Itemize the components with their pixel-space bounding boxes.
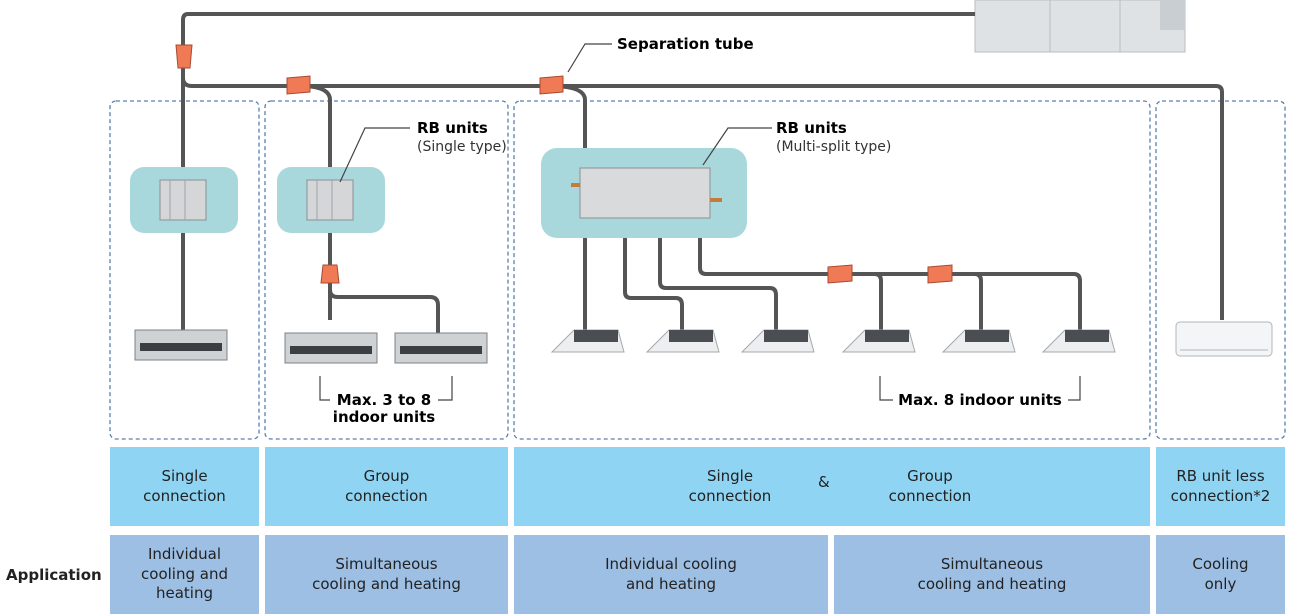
max-group-line2: indoor units (333, 408, 435, 426)
application-label: Application (6, 566, 102, 584)
connection-mixed-single: Single connection (688, 467, 772, 505)
cassette-indoor-unit (841, 329, 916, 353)
callout-lines (319, 43, 1081, 401)
separation-tube-icon (320, 264, 340, 284)
separation-tube-icon (175, 44, 193, 69)
connection-group: Group connection (265, 447, 508, 526)
refrigerant-pipes (181, 12, 1224, 333)
connection-mixed-group: Group connection (888, 467, 972, 505)
ampersand: & (818, 473, 830, 491)
zone-single (109, 100, 260, 440)
zone-group (264, 100, 509, 440)
rb-multi-title: RB units (776, 119, 847, 137)
cassette-indoor-unit (1041, 329, 1116, 353)
separation-tube-icon (539, 75, 564, 95)
separation-tube-label: Separation tube (617, 35, 754, 53)
max-multi-label: Max. 8 indoor units (898, 391, 1062, 409)
separation-tube-icon (286, 75, 311, 95)
separation-tubes (175, 44, 953, 284)
max-group-line1: Max. 3 to 8 (337, 391, 431, 409)
application-individual-2: Individual cooling and heating (514, 535, 828, 614)
rb-unit-single-zone1 (130, 167, 238, 233)
application-cooling-only: Cooling only (1156, 535, 1285, 614)
rb-unit-single-zone2 (277, 167, 385, 233)
ducted-indoor-unit (284, 332, 378, 364)
cassette-indoor-unit (941, 329, 1016, 353)
ducted-indoor-unit (134, 329, 228, 361)
connection-rb-less: RB unit less connection*2 (1156, 447, 1285, 526)
cassette-indoor-unit (645, 329, 720, 353)
separation-tube-icon (827, 264, 853, 284)
outdoor-unit (974, 0, 1186, 53)
rb-multi-subtitle: (Multi-split type) (776, 139, 891, 155)
application-simultaneous-1: Simultaneous cooling and heating (265, 535, 508, 614)
rb-single-title: RB units (417, 119, 488, 137)
cassette-indoor-unit (550, 329, 625, 353)
cassette-indoor-unit (740, 329, 815, 353)
application-individual-1: Individual cooling and heating (110, 535, 259, 614)
zone-multi-split (513, 100, 1151, 440)
wall-mounted-indoor-unit (1175, 321, 1273, 357)
application-simultaneous-2: Simultaneous cooling and heating (834, 535, 1150, 614)
connection-single: Single connection (110, 447, 259, 526)
rb-single-subtitle: (Single type) (417, 139, 507, 155)
indoor-units (134, 321, 1273, 364)
rb-unit-multi-split (541, 148, 747, 238)
ducted-indoor-unit (394, 332, 488, 364)
connection-mixed (514, 447, 1150, 526)
separation-tube-icon (927, 264, 953, 284)
